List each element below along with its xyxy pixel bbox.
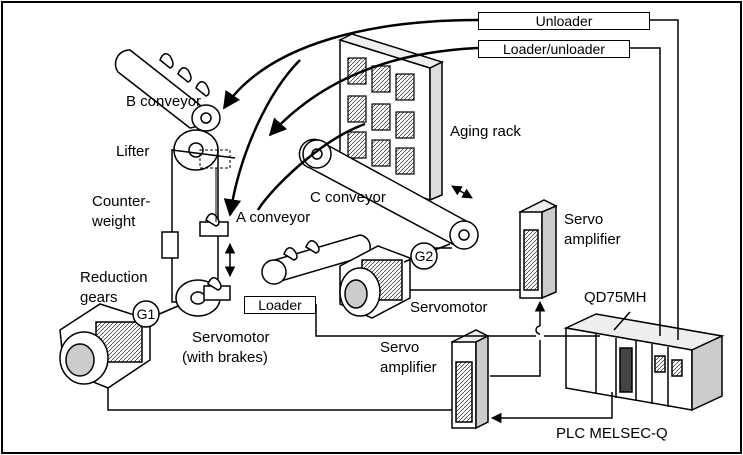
b-conveyor	[114, 49, 221, 132]
c-conveyor-label: C conveyor	[310, 189, 386, 206]
servomotor-right	[339, 243, 451, 319]
g2-label: G2	[415, 248, 434, 264]
servo-amplifier-top-label-1: Servo	[564, 211, 603, 228]
aging-rack-label: Aging rack	[450, 123, 521, 140]
g1-gear	[132, 300, 160, 328]
reduction-gears-label-2: gears	[80, 289, 118, 306]
loader-unloader-label: Loader/unloader	[503, 41, 605, 57]
servomotor-with-brakes	[59, 303, 179, 389]
servo-amplifier-bottom-label-1: Servo	[380, 339, 419, 356]
servomotor-left-label-1: Servomotor	[192, 329, 270, 346]
plc-label: PLC MELSEC-Q	[556, 425, 668, 442]
counterweight-label-1: Counter-	[92, 193, 150, 210]
g2-gear	[410, 242, 438, 270]
unloader-label: Unloader	[535, 13, 593, 29]
servo-amplifier-top	[518, 199, 558, 300]
counterweight-label-2: weight	[91, 213, 136, 230]
servomotor-left-label-2: (with brakes)	[182, 349, 268, 366]
a-conveyor	[261, 234, 371, 285]
qd75mh-label: QD75MH	[584, 289, 647, 306]
lifter	[161, 129, 236, 317]
g1-label: G1	[137, 306, 156, 322]
a-conveyor-label: A conveyor	[236, 209, 310, 226]
loader-label: Loader	[258, 297, 302, 313]
loader-unloader-arrow	[268, 46, 479, 137]
servomotor-right-label: Servomotor	[410, 299, 488, 316]
plc-melsec-q	[563, 313, 725, 412]
rack-arrow	[451, 185, 473, 199]
unloader-arrow	[222, 18, 479, 110]
aging-rack	[337, 33, 445, 202]
unloader-box: Unloader	[478, 12, 650, 30]
servo-amplifier-bottom-label-2: amplifier	[380, 359, 437, 376]
rack-return-arrow	[256, 122, 366, 211]
lifter-label: Lifter	[116, 143, 149, 160]
servo-amplifier-bottom	[450, 329, 490, 430]
loader-unloader-box: Loader/unloader	[478, 40, 630, 58]
reduction-gears-label-1: Reduction	[80, 269, 148, 286]
rack-to-lifter-arrow	[223, 59, 301, 217]
servo-amplifier-top-label-2: amplifier	[564, 231, 621, 248]
loader-box: Loader	[244, 296, 316, 314]
b-conveyor-label: B conveyor	[126, 93, 201, 110]
